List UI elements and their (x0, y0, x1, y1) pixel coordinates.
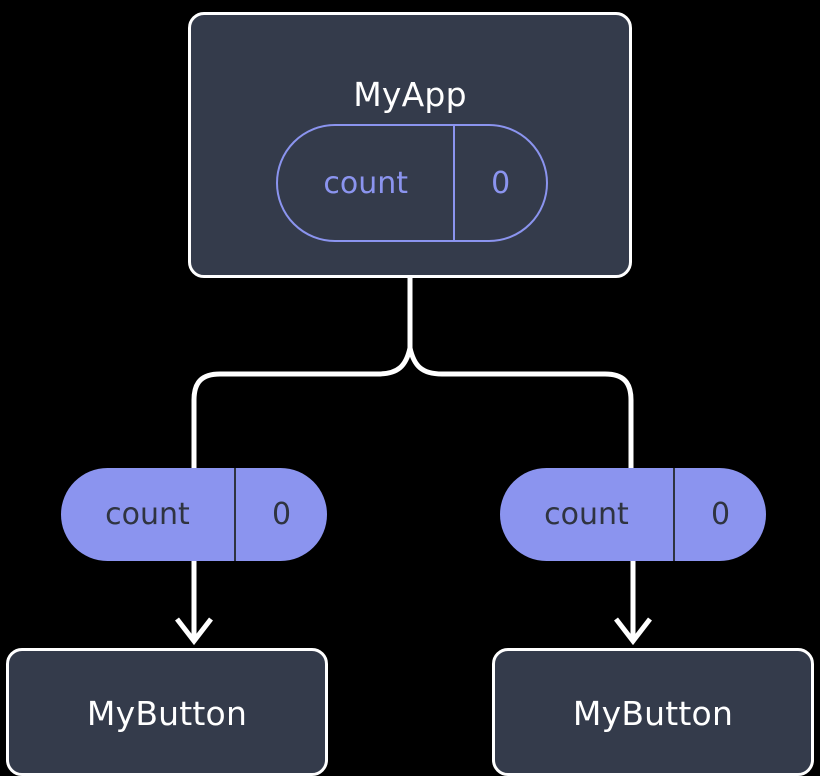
component-title-mybutton: MyButton (86, 694, 248, 733)
connector-branch-left (191, 347, 413, 500)
state-pill-key: count (105, 497, 190, 532)
connector-branch-right (407, 347, 634, 500)
component-node-mybutton-right[interactable]: MyButton (492, 648, 814, 776)
state-pill-child-left[interactable]: count 0 (61, 468, 327, 561)
state-pill-value: 0 (453, 126, 546, 240)
state-pill-myapp[interactable]: count 0 (276, 124, 548, 242)
state-pill-key: count (323, 165, 408, 201)
arrow-head-left-icon (175, 617, 213, 646)
component-title-myapp: MyApp (353, 75, 467, 114)
state-pill-value: 0 (673, 468, 766, 561)
state-pill-child-right[interactable]: count 0 (500, 468, 766, 561)
component-node-mybutton-left[interactable]: MyButton (6, 648, 328, 776)
arrow-head-right-icon (614, 617, 652, 646)
state-pill-key: count (544, 497, 629, 532)
component-title-mybutton: MyButton (572, 694, 734, 733)
state-pill-value: 0 (234, 468, 327, 561)
